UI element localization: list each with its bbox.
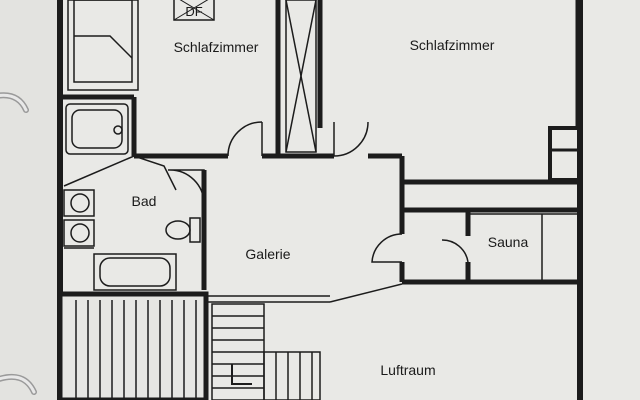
room-label-schlafzimmer-left: Schlafzimmer (174, 39, 259, 55)
binder-ring-icon (0, 374, 37, 395)
bathtub-icon (93, 253, 177, 291)
binder-ring-icon (0, 92, 29, 113)
room-label-schlafzimmer-right: Schlafzimmer (410, 37, 495, 53)
room-label-sauna: Sauna (488, 234, 529, 250)
df-stamp: DF (173, 0, 215, 21)
wardrobe (285, 0, 317, 153)
room-label-bad: Bad (132, 193, 157, 209)
sauna-bench (470, 213, 578, 280)
stair-block (57, 291, 209, 400)
staircase (211, 303, 321, 400)
toilet-icon (165, 217, 201, 243)
room-label-galerie: Galerie (245, 246, 290, 262)
interior-walls (60, 0, 581, 297)
sink-icon (63, 189, 95, 247)
room-label-luftraum: Luftraum (380, 362, 435, 378)
bed-icon (67, 0, 139, 91)
door-swing-icons (168, 121, 469, 263)
df-stamp-label: DF (185, 4, 202, 19)
paper-margin (0, 0, 60, 400)
gallery-railing (206, 283, 403, 303)
chimney-box (548, 126, 582, 182)
bath-partition (63, 155, 177, 249)
tub-icon (65, 103, 129, 155)
